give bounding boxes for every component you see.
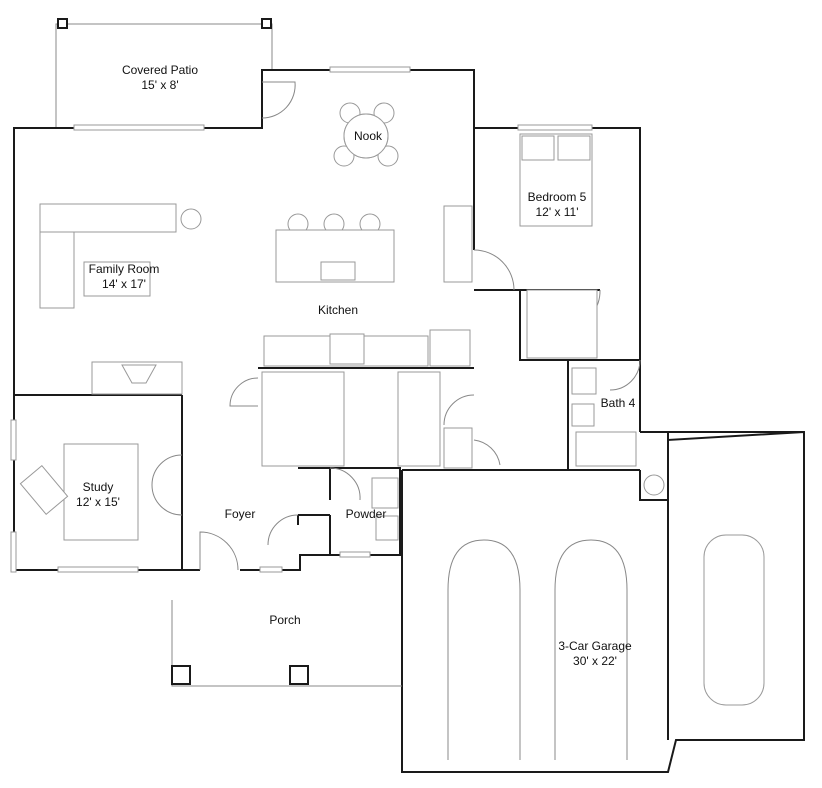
car (703, 534, 765, 706)
kitchen-label: Kitchen (318, 303, 358, 317)
porch-post (171, 665, 191, 685)
patio-label: Covered Patio (122, 63, 198, 77)
patio-post (57, 18, 68, 29)
foyer-label: Foyer (225, 507, 256, 521)
fridge (429, 329, 471, 367)
tub (575, 431, 637, 467)
powder-sink (371, 477, 399, 509)
study-size: 12' x 15' (76, 495, 120, 509)
bedroom5-size: 12' x 11' (535, 205, 578, 219)
bedroom5-label: Bedroom 5 (528, 190, 587, 204)
covered-patio (55, 18, 273, 128)
garage-vehicles (447, 534, 765, 760)
patio-post (261, 18, 272, 29)
nook-label: Nook (354, 129, 383, 143)
bath-sink (571, 367, 597, 395)
garage-size: 30' x 22' (573, 654, 617, 668)
toilet (571, 403, 595, 427)
interior-walls (258, 128, 669, 740)
garage-label: 3-Car Garage (558, 639, 632, 653)
powder-toilet (375, 515, 399, 541)
family-room-size: 14' x 17' (102, 277, 146, 291)
water-heater (643, 474, 665, 496)
fixtures (19, 102, 665, 541)
windows (10, 66, 593, 573)
closet (526, 289, 598, 359)
patio-size: 15' x 8' (141, 78, 178, 92)
sink (320, 261, 356, 281)
porch-post (289, 665, 309, 685)
desk (63, 443, 139, 541)
porch-label: Porch (269, 613, 300, 627)
family-room-label: Family Room (89, 262, 160, 276)
powder-label: Powder (346, 507, 387, 521)
study-label: Study (83, 480, 114, 494)
porch (171, 600, 402, 687)
room-labels: Covered Patio 15' x 8' Nook Bedroom 5 12… (76, 63, 636, 668)
stairs (261, 371, 345, 467)
cooktop (329, 333, 365, 365)
bath4-label: Bath 4 (601, 396, 636, 410)
